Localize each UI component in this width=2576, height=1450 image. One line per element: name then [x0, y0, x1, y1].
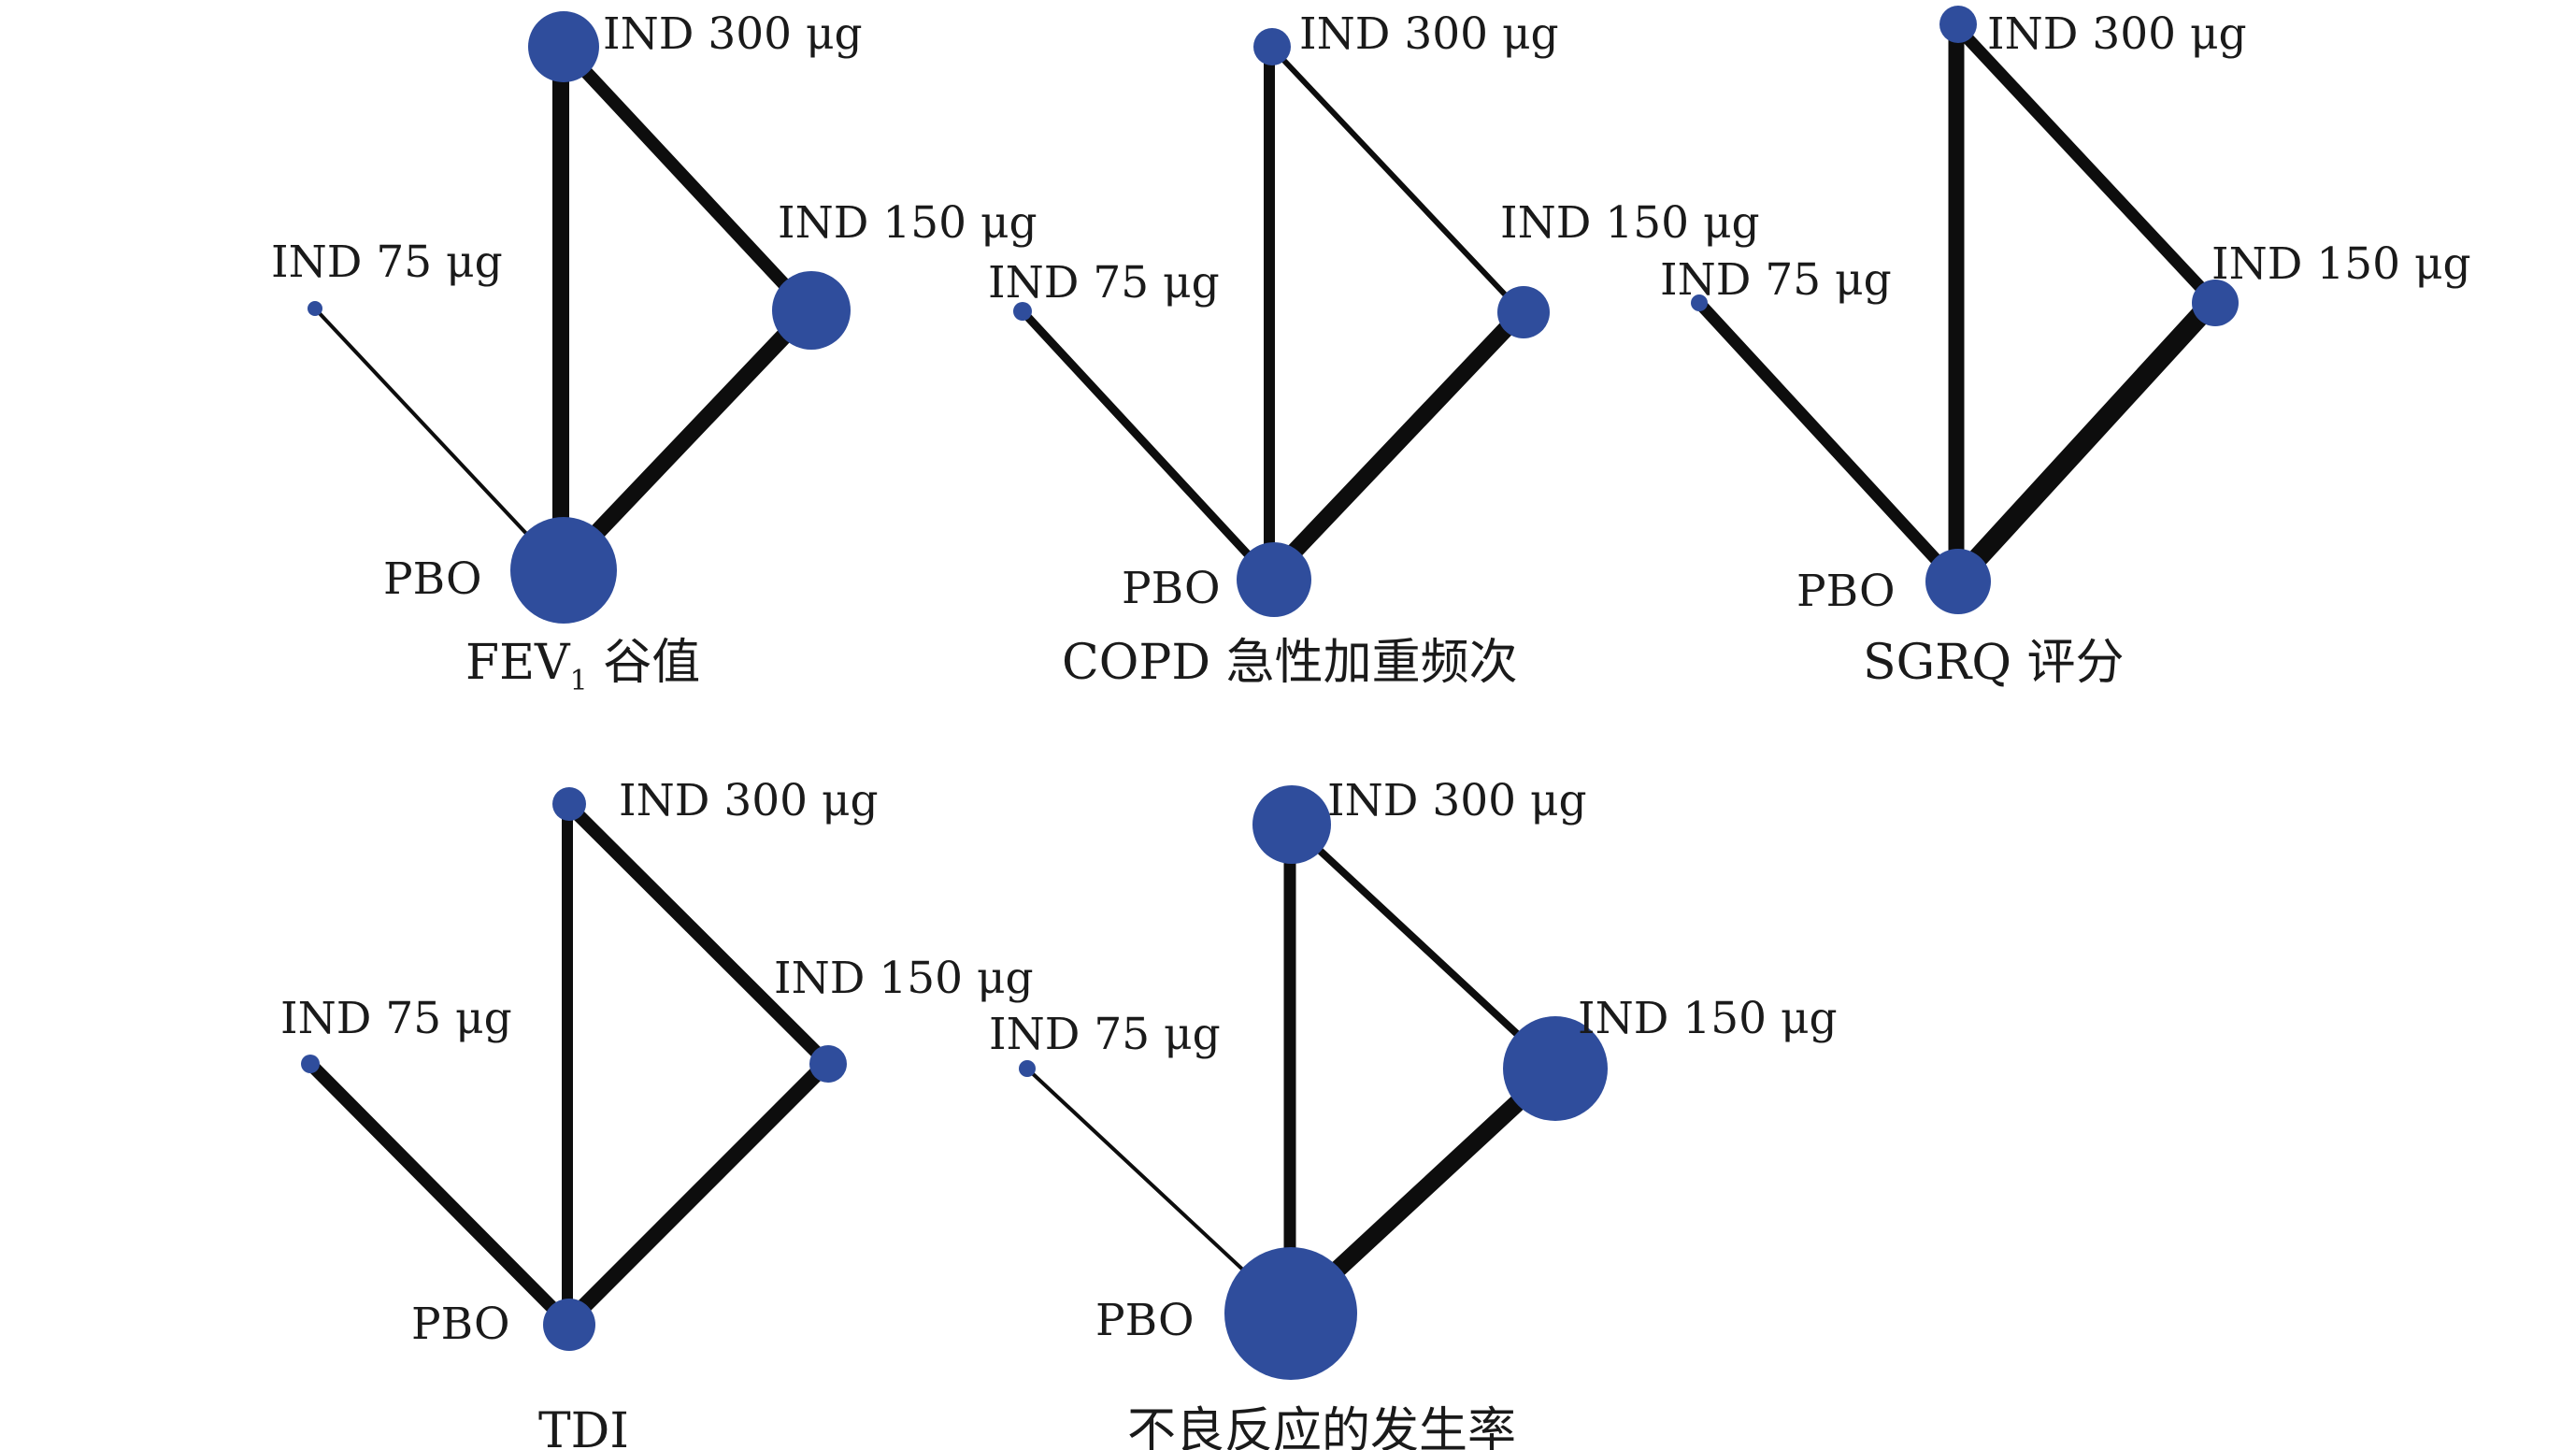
edge-ind75-pbo — [306, 1059, 572, 1328]
node-label-ind150: IND 150 μg — [1500, 197, 1760, 249]
node-label-ind75: IND 75 μg — [271, 237, 503, 288]
edge-ind150-pbo — [561, 1056, 834, 1329]
node-ind300 — [1252, 785, 1331, 864]
node-label-ind150: IND 150 μg — [2211, 238, 2471, 290]
node-ind300 — [552, 787, 586, 821]
caption-main: FEV — [465, 635, 571, 691]
caption-subscript: 1 — [570, 665, 588, 697]
node-ind75 — [301, 1055, 320, 1073]
edge-ind75-pbo — [313, 307, 563, 572]
node-ind150 — [1497, 286, 1550, 338]
node-ind150 — [2192, 280, 2239, 326]
node-ind300 — [528, 11, 599, 82]
node-label-ind75: IND 75 μg — [988, 257, 1220, 309]
panel-caption: FEV1 谷值 — [465, 635, 700, 697]
node-label-pbo: PBO — [1796, 566, 1896, 617]
node-label-ind75: IND 75 μg — [1660, 254, 1892, 306]
node-label-ind300: IND 300 μg — [619, 775, 879, 826]
panel-caption: SGRQ 评分 — [1863, 635, 2124, 691]
edge-ind300-ind150 — [1267, 42, 1524, 315]
node-ind75 — [1013, 302, 1032, 321]
node-ind75 — [1691, 294, 1708, 311]
node-ind150 — [809, 1045, 847, 1083]
node-ind300 — [1253, 28, 1291, 65]
node-pbo — [510, 517, 617, 624]
node-ind75 — [308, 301, 322, 316]
edge-ind300-ind150 — [563, 799, 832, 1068]
panel-adverse-events: IND 300 μg IND 150 μg IND 75 μg PBO 不良反应… — [989, 775, 1838, 1450]
node-pbo — [1237, 542, 1311, 617]
node-pbo — [1925, 549, 1991, 614]
node-label-ind300: IND 300 μg — [1299, 8, 1559, 60]
node-label-pbo: PBO — [383, 553, 482, 605]
edge-ind150-pbo — [554, 304, 815, 577]
node-label-pbo: PBO — [1095, 1295, 1195, 1346]
node-label-ind300: IND 300 μg — [603, 8, 863, 60]
node-pbo — [543, 1299, 595, 1351]
edge-ind75-pbo — [1019, 308, 1273, 581]
node-label-ind300: IND 300 μg — [1327, 775, 1587, 826]
edge-ind300-ind150 — [1952, 22, 2218, 306]
node-label-ind75: IND 75 μg — [989, 1009, 1221, 1060]
edge-ind150-pbo — [1263, 306, 1528, 584]
node-ind150 — [1503, 1016, 1608, 1121]
caption-tail: 谷值 — [588, 635, 701, 691]
edge-ind150-pbo — [1948, 294, 2222, 589]
panel-copd-exacerbation: IND 300 μg IND 150 μg IND 75 μg PBO COPD… — [988, 8, 1760, 691]
panel-caption: TDI — [538, 1403, 629, 1450]
edge-ind300-ind150 — [1287, 820, 1557, 1071]
node-label-ind150: IND 150 μg — [778, 197, 1038, 249]
panel-tdi: IND 300 μg IND 150 μg IND 75 μg PBO TDI — [280, 775, 1034, 1450]
panel-sgrq: IND 300 μg IND 150 μg IND 75 μg PBO SGRQ… — [1660, 6, 2471, 691]
panel-caption: 不良反应的发生率 — [1127, 1403, 1516, 1450]
panel-caption: COPD 急性加重频次 — [1062, 635, 1518, 691]
node-ind75 — [1019, 1060, 1036, 1077]
node-pbo — [1224, 1247, 1357, 1380]
node-label-ind150: IND 150 μg — [1578, 993, 1838, 1044]
node-label-pbo: PBO — [411, 1299, 510, 1350]
edge-ind75-pbo — [1695, 298, 1961, 586]
node-label-pbo: PBO — [1122, 563, 1221, 614]
node-label-ind75: IND 75 μg — [280, 993, 512, 1044]
node-ind150 — [772, 271, 851, 350]
node-ind300 — [1939, 6, 1977, 43]
node-label-ind300: IND 300 μg — [1987, 8, 2247, 60]
edge-ind300-ind150 — [555, 40, 814, 315]
panel-fev1: IND 300 μg IND 150 μg IND 75 μg PBO FEV1… — [271, 8, 1038, 697]
node-label-ind150: IND 150 μg — [774, 953, 1034, 1004]
